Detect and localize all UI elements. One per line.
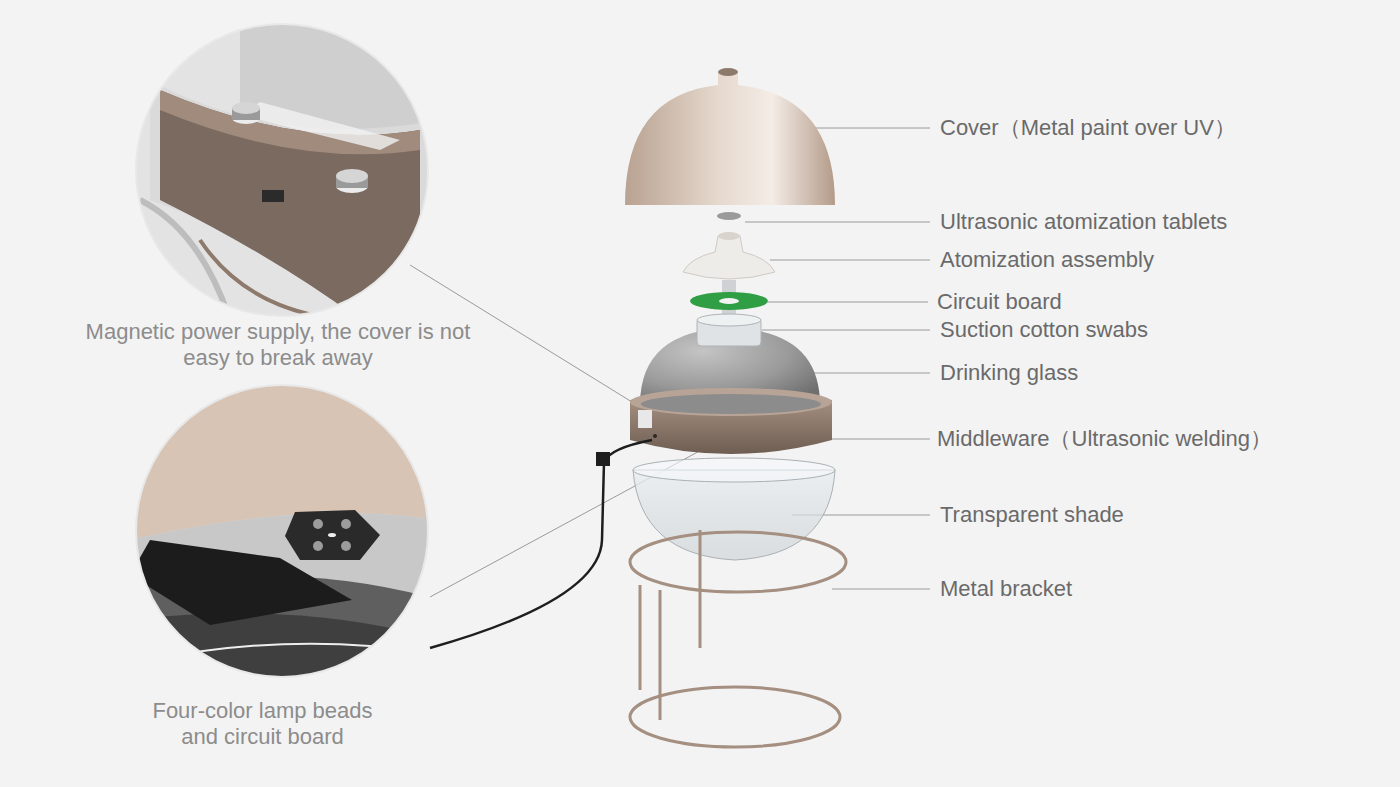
part-label: Drinking glass bbox=[940, 360, 1078, 386]
part-label: Ultrasonic atomization tablets bbox=[940, 209, 1227, 235]
callout-caption: Magnetic power supply, the cover is not … bbox=[78, 319, 478, 371]
part-label: Suction cotton swabs bbox=[940, 317, 1148, 343]
part-label: Transparent shade bbox=[940, 502, 1124, 528]
part-label: Atomization assembly bbox=[940, 247, 1154, 273]
part-label: Metal bracket bbox=[940, 576, 1072, 602]
callout-caption: Four-color lamp beads and circuit board bbox=[135, 698, 390, 750]
part-label: Circuit board bbox=[937, 289, 1062, 315]
part-label: Cover（Metal paint over UV） bbox=[940, 115, 1236, 141]
part-label: Middleware（Ultrasonic welding） bbox=[937, 426, 1272, 452]
